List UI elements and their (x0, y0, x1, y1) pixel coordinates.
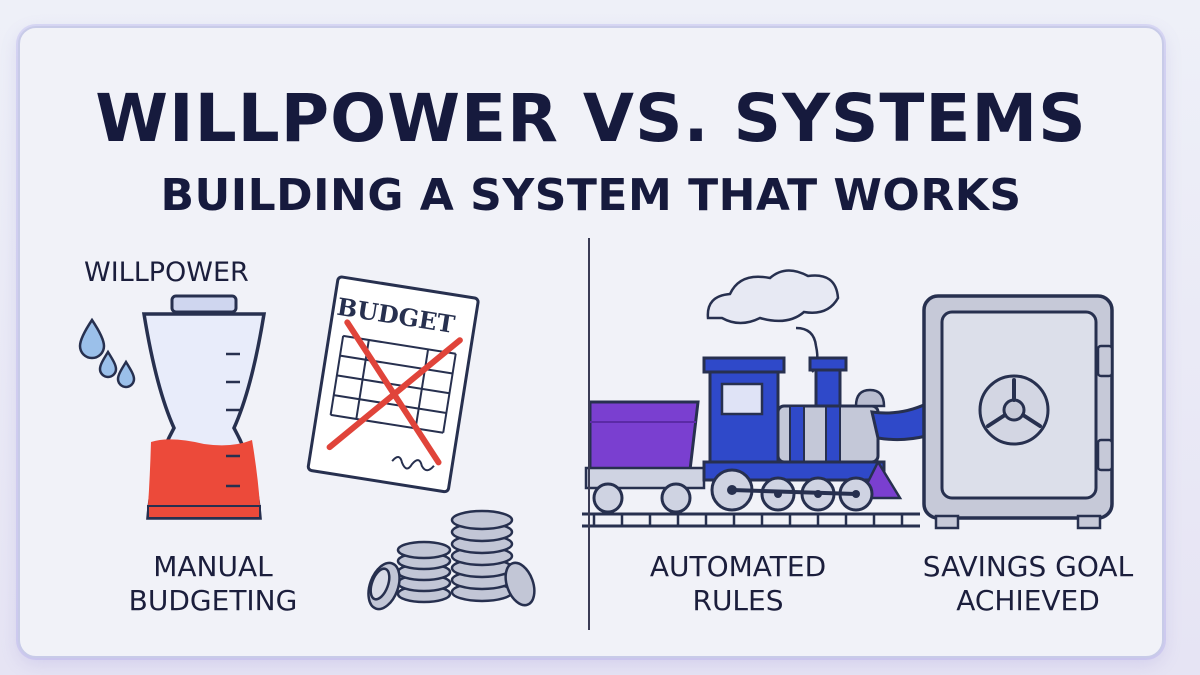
section-divider (588, 238, 590, 630)
water-drops-icon (78, 317, 136, 389)
coin-stacks-icon (367, 509, 536, 611)
infographic-card: WILLPOWER VS. SYSTEMS BUILDING A SYSTEM … (18, 26, 1164, 658)
automated-rules-caption: AUTOMATED RULES (649, 550, 827, 617)
rail-track (582, 512, 920, 528)
main-title: WILLPOWER VS. SYSTEMS (95, 80, 1087, 157)
illustrations: BUDGET (78, 269, 1114, 611)
crossed-budget-sheet-icon (306, 275, 480, 494)
willpower-heading: WILLPOWER (84, 257, 249, 288)
train-icon (584, 269, 903, 514)
empty-battery-icon (141, 294, 267, 520)
manual-budgeting-caption: MANUAL BUDGETING (128, 550, 298, 617)
safe-icon (922, 294, 1114, 530)
subtitle: BUILDING A SYSTEM THAT WORKS (160, 170, 1022, 221)
savings-goal-caption: SAVINGS GOAL ACHIEVED (922, 550, 1134, 617)
